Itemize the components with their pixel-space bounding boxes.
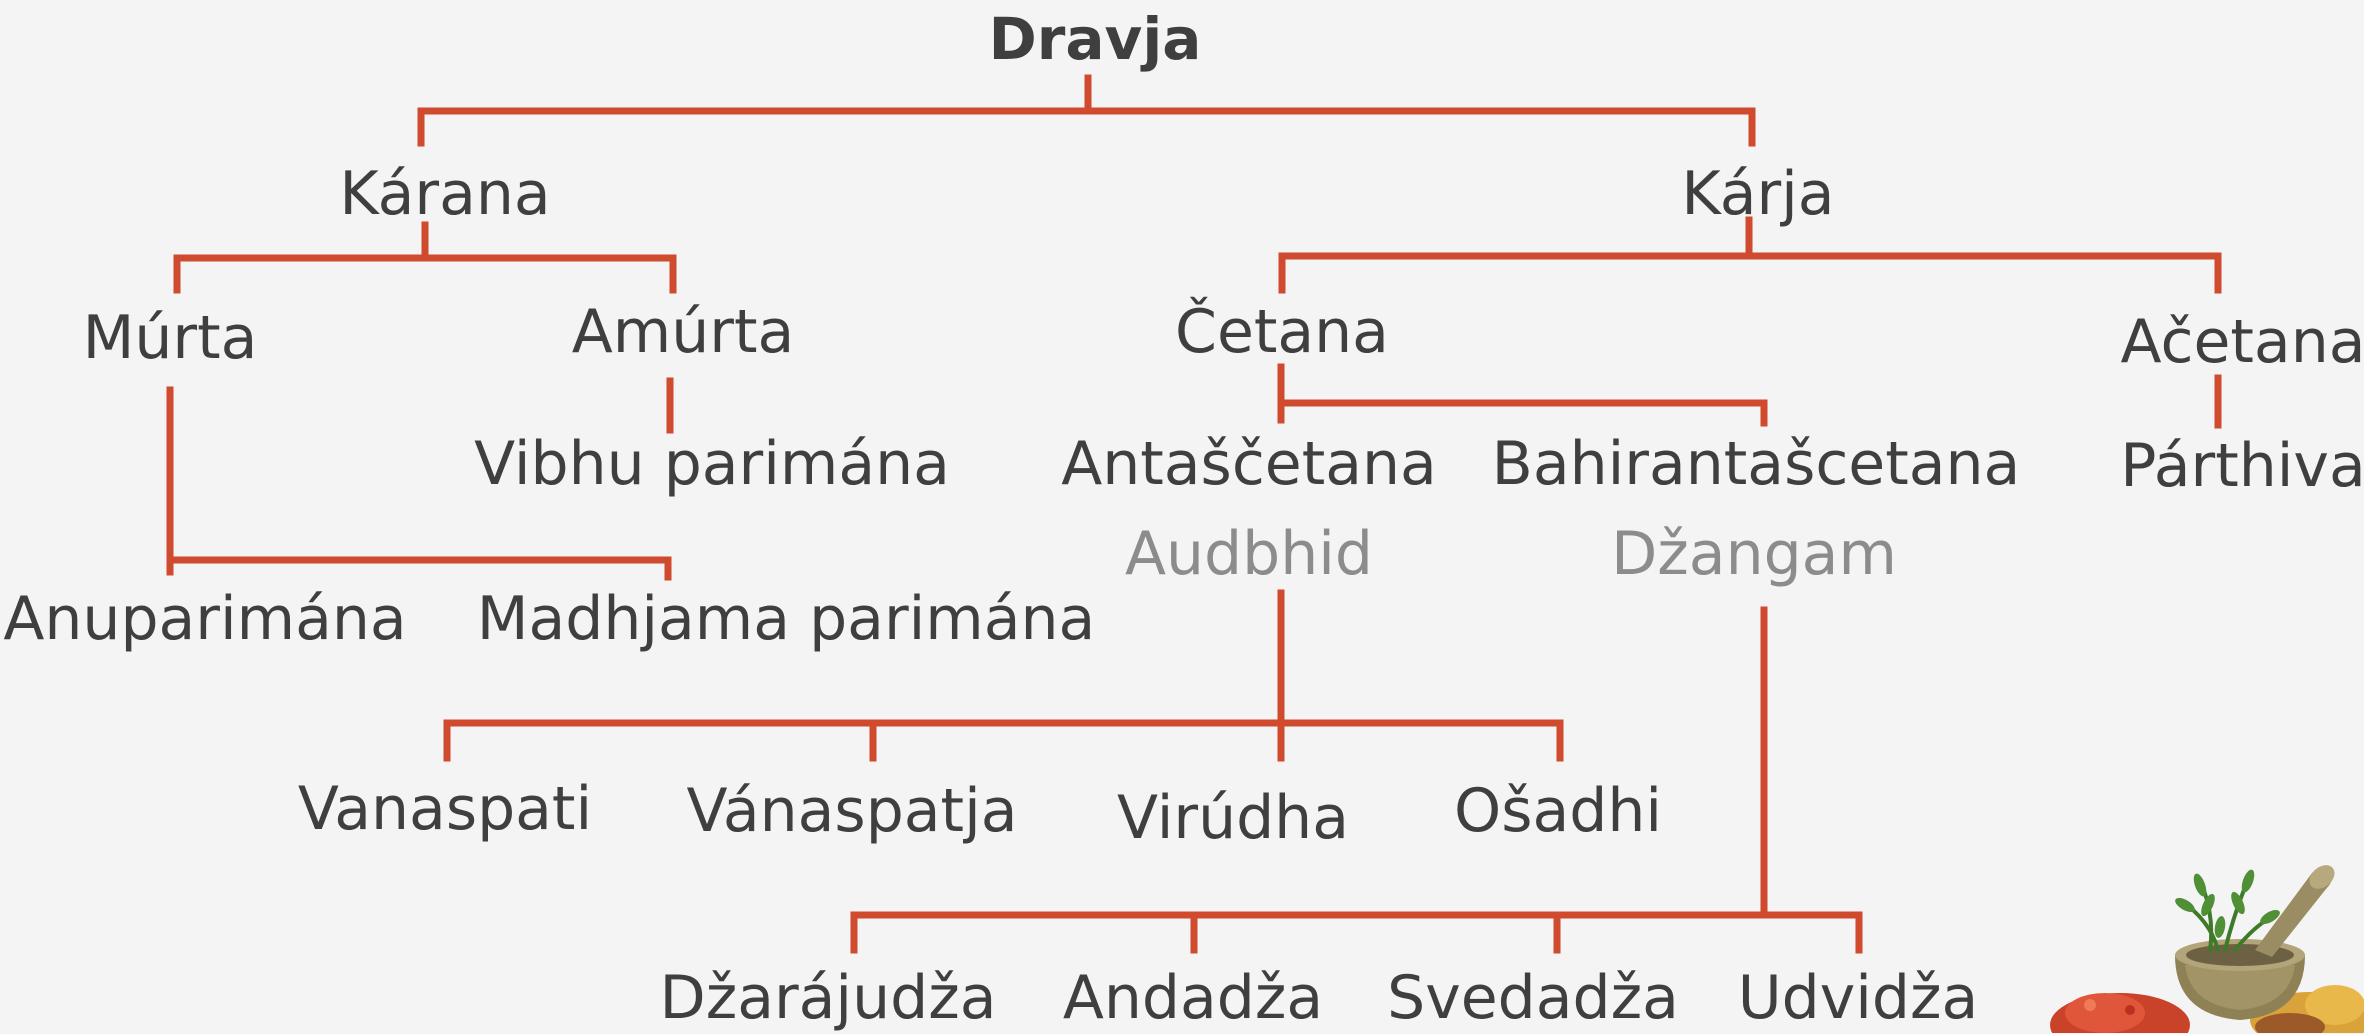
- node-cetana: Četana: [1175, 297, 1389, 367]
- node-osadhi: Ošadhi: [1453, 776, 1663, 846]
- mortar-and-pestle-herbs-icon: [2050, 865, 2364, 1033]
- node-root: Dravja: [988, 5, 1202, 73]
- connector-cetana: [1277, 363, 1768, 427]
- connector-audbhid: [443, 589, 1564, 762]
- node-antascetana: Antaščetana: [1061, 429, 1437, 499]
- node-virudha: Virúdha: [1117, 783, 1349, 853]
- node-svedadza: Svedadža: [1387, 963, 1679, 1033]
- node-udvidza: Udvidža: [1737, 963, 1979, 1033]
- node-bahirantascetana: Bahirantašcetana: [1491, 429, 2021, 499]
- connector-murta: [166, 386, 672, 581]
- node-dzangam: Džangam: [1611, 519, 1897, 589]
- node-audbhid: Audbhid: [1124, 519, 1374, 589]
- node-murta: Múrta: [82, 303, 258, 373]
- node-vanaspati: Vanaspati: [297, 774, 593, 844]
- connector-karja: [1278, 216, 2222, 294]
- node-anuparimana: Anuparimána: [3, 584, 407, 654]
- connector-root: [417, 74, 1756, 147]
- node-karana: Kárana: [339, 159, 551, 229]
- node-madhjama-parimana: Madhjama parimána: [476, 584, 1096, 654]
- node-acetana: Ačetana: [2120, 307, 2364, 377]
- node-andadza: Andadža: [1062, 963, 1324, 1033]
- node-vibhu-parimana: Vibhu parimána: [474, 429, 950, 499]
- connector-dzangam: [850, 606, 1863, 954]
- node-dzarajudza: Džarájudža: [659, 963, 997, 1033]
- node-amurta: Amúrta: [571, 297, 795, 367]
- node-vanaspatja: Vánaspatja: [686, 776, 1018, 846]
- node-parthiva: Párthiva: [2120, 431, 2364, 501]
- connector-karana: [173, 221, 677, 294]
- node-karja: Kárja: [1681, 159, 1835, 229]
